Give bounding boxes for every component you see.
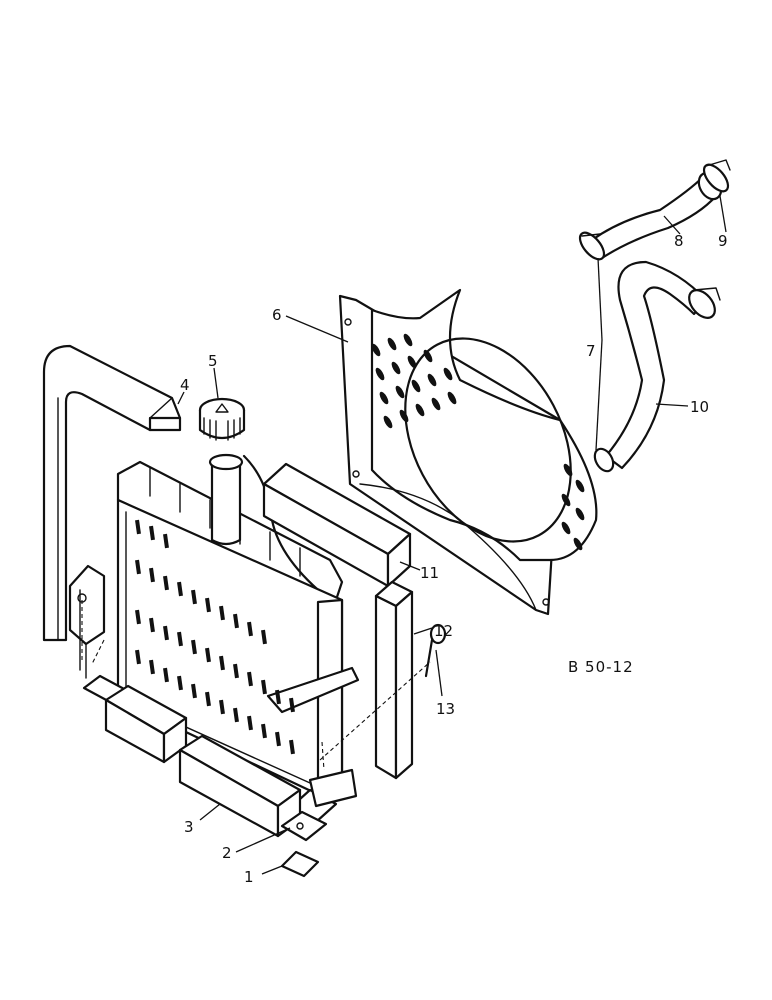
callout-8: 8 (674, 232, 684, 250)
foam-block-part-11 (262, 462, 412, 588)
shroud-perforations (371, 333, 585, 551)
callout-7: 7 (586, 342, 596, 360)
callout-1: 1 (244, 868, 254, 886)
foam-strip-part-12 (374, 580, 414, 780)
callout-6: 6 (272, 306, 282, 324)
callout-5: 5 (208, 352, 218, 370)
callout-11: 11 (420, 564, 439, 582)
hose-clamp-part-7 (593, 447, 615, 473)
foot-bracket-part-2 (280, 810, 328, 842)
pad-part-1 (280, 850, 320, 878)
radiator-cap-part-5 (198, 397, 246, 441)
callouts: 1 2 3 4 5 6 7 8 9 10 11 12 13 B 50-12 (180, 232, 728, 886)
callout-13: 13 (436, 700, 455, 718)
callout-4: 4 (180, 376, 190, 394)
radiator-assembly (68, 453, 360, 824)
lower-hose-part-10 (604, 260, 721, 470)
bolt-part-13 (424, 623, 447, 678)
bracket-part-4 (42, 344, 182, 642)
callout-10: 10 (690, 398, 709, 416)
upper-hose-part-8 (590, 171, 723, 260)
hose-clamp-part-9 (578, 159, 731, 261)
leader-lines (177, 195, 727, 875)
assembly-dashed-lines (81, 600, 431, 771)
mounting-block-part-3 (104, 684, 302, 838)
radiator-louvres (135, 519, 295, 755)
callout-12: 12 (434, 622, 453, 640)
drawing-reference: B 50-12 (568, 658, 634, 676)
callout-9: 9 (718, 232, 728, 250)
callout-2: 2 (222, 844, 232, 862)
callout-3: 3 (184, 818, 194, 836)
